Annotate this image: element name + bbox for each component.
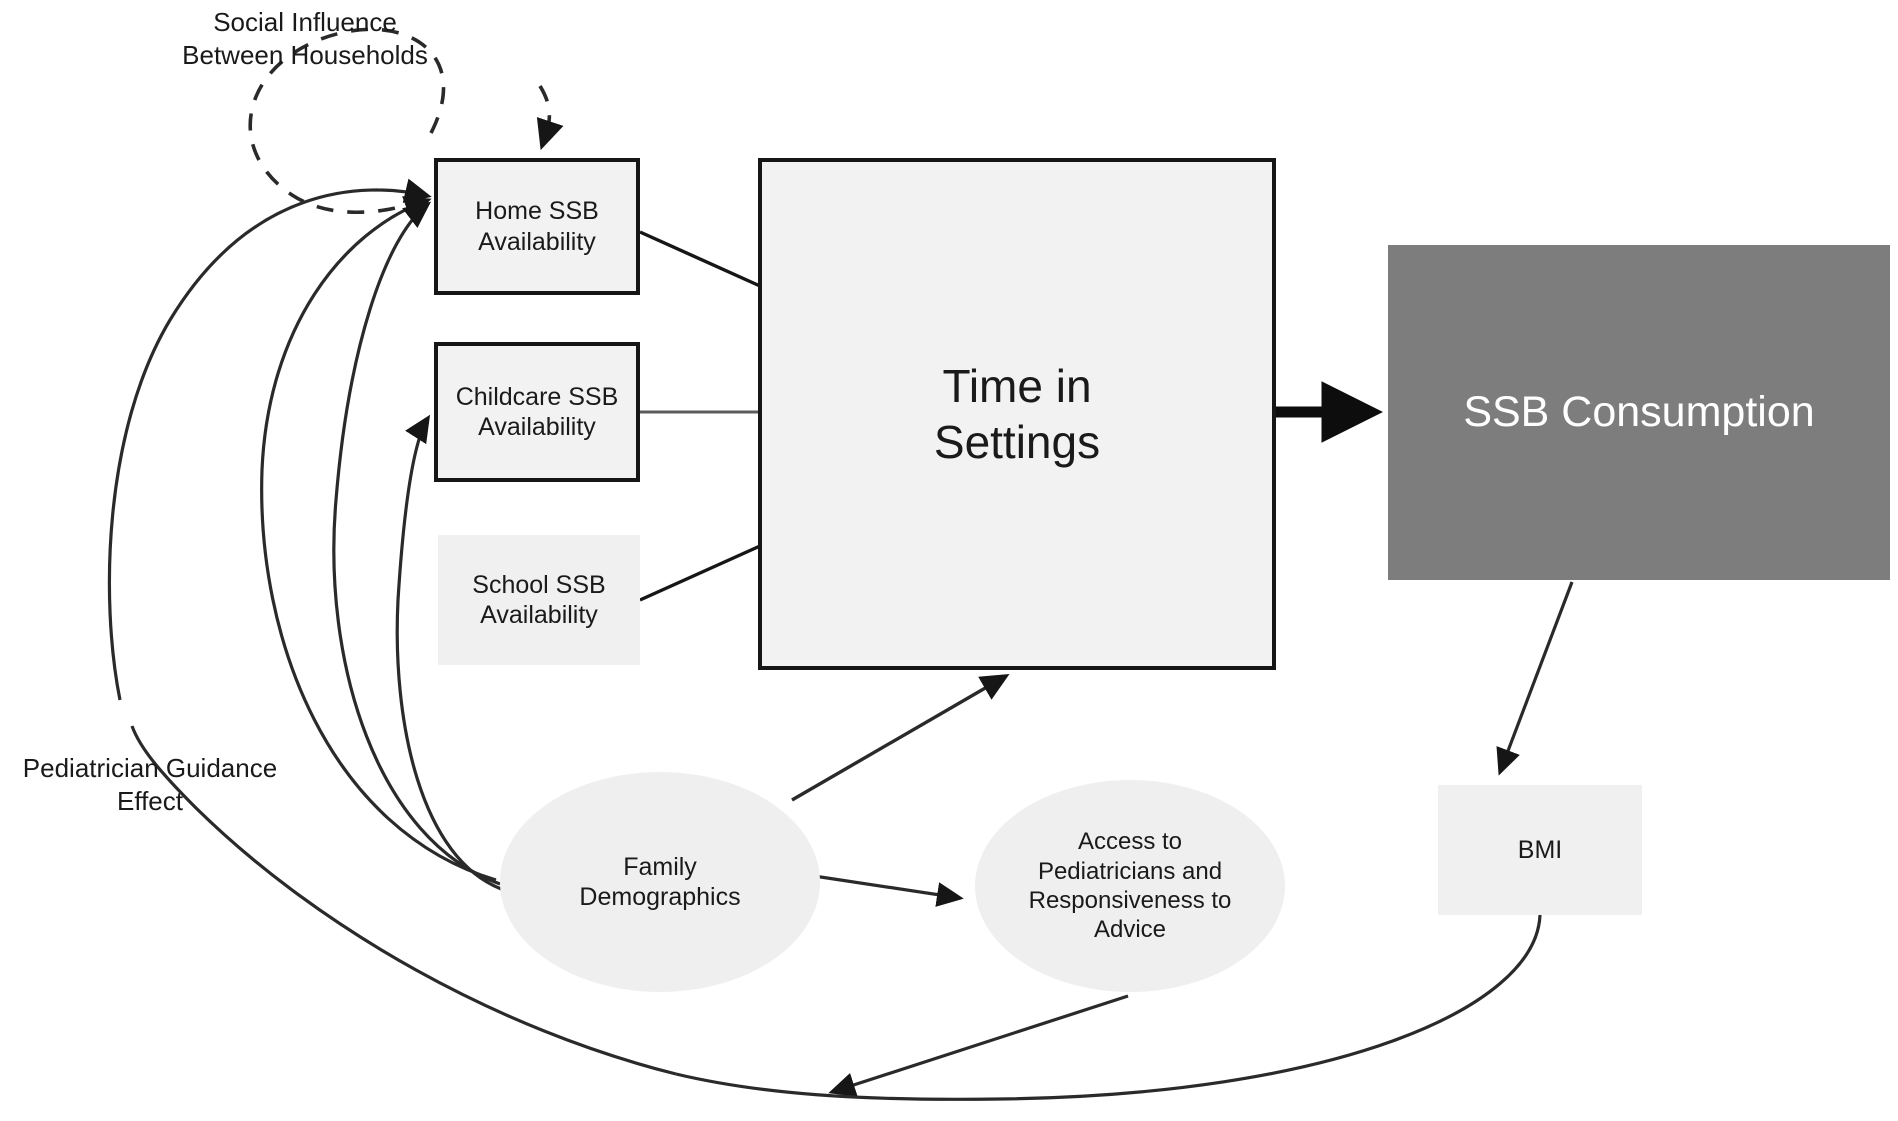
edge-access-to-feedback-junction [828, 994, 1129, 1097]
edge-social-influence-arrow [536, 85, 564, 151]
edge-family-to-time [791, 673, 1010, 802]
node-family-demographics[interactable]: Family Demographics [500, 772, 820, 992]
edge-ssb-consumption-to-bmi [1496, 581, 1574, 776]
label-social-influence-between-households: Social Influence Between Households [182, 7, 428, 70]
edge-home-to-time [639, 230, 761, 288]
edge-pediatrician-guidance-upper [107, 178, 432, 701]
edge-school-to-time [639, 544, 761, 602]
node-access-to-pediatricians[interactable]: Access to Pediatricians and Responsivene… [975, 780, 1285, 992]
node-childcare-ssb-availability[interactable]: Childcare SSB Availability [434, 342, 640, 482]
node-ssb-consumption[interactable]: SSB Consumption [1388, 245, 1890, 580]
node-time-in-settings[interactable]: Time in Settings [758, 158, 1276, 670]
node-home-ssb-availability[interactable]: Home SSB Availability [434, 158, 640, 295]
label-pediatrician-guidance-effect: Pediatrician Guidance Effect [22, 753, 278, 816]
edge-family-to-access [813, 874, 964, 907]
node-bmi[interactable]: BMI [1438, 785, 1642, 915]
node-school-ssb-availability[interactable]: School SSB Availability [438, 535, 640, 665]
